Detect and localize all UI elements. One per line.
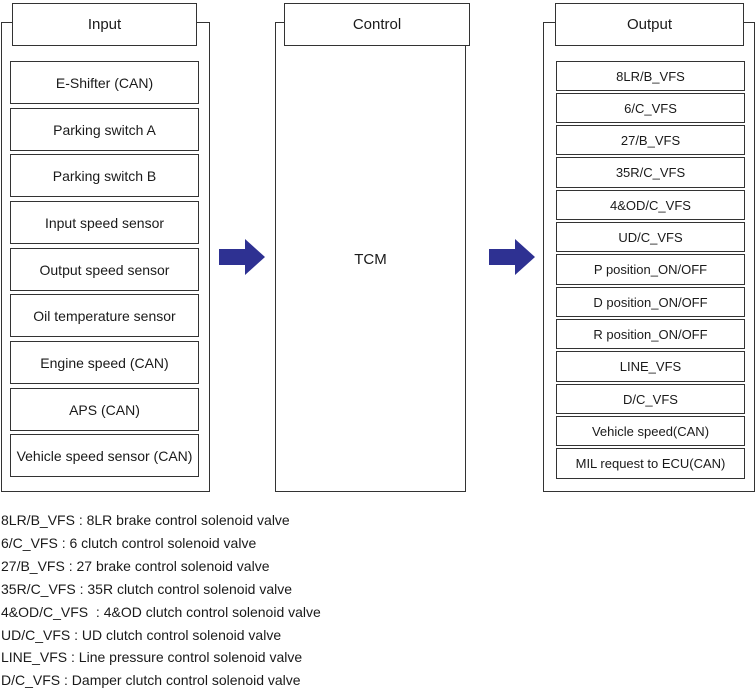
tcm-label: TCM bbox=[354, 251, 387, 268]
control-header: Control bbox=[284, 3, 470, 46]
input-item: Parking switch B bbox=[10, 154, 199, 197]
output-item: 8LR/B_VFS bbox=[556, 61, 745, 91]
output-item: MIL request to ECU(CAN) bbox=[556, 448, 745, 479]
input-item: Vehicle speed sensor (CAN) bbox=[10, 434, 199, 477]
legend-line: 35R/C_VFS : 35R clutch control solenoid … bbox=[1, 580, 293, 597]
control-panel bbox=[275, 22, 466, 492]
legend-line: 6/C_VFS : 6 clutch control solenoid valv… bbox=[1, 534, 257, 551]
output-item: R position_ON/OFF bbox=[556, 319, 745, 349]
input-item: Parking switch A bbox=[10, 108, 199, 151]
output-item: LINE_VFS bbox=[556, 351, 745, 382]
legend: 8LR/B_VFS : 8LR brake control solenoid v… bbox=[1, 509, 321, 692]
output-item: 6/C_VFS bbox=[556, 93, 745, 123]
output-item: D/C_VFS bbox=[556, 384, 745, 414]
input-item: APS (CAN) bbox=[10, 388, 199, 431]
input-item: Oil temperature sensor bbox=[10, 294, 199, 337]
input-item: E-Shifter (CAN) bbox=[10, 61, 199, 104]
arrow-right-icon bbox=[489, 239, 535, 275]
output-item: 27/B_VFS bbox=[556, 125, 745, 155]
output-item: 4&OD/C_VFS bbox=[556, 190, 745, 220]
output-item: Vehicle speed(CAN) bbox=[556, 416, 745, 446]
input-item: Output speed sensor bbox=[10, 248, 199, 291]
legend-line: LINE_VFS : Line pressure control solenoi… bbox=[1, 649, 303, 666]
legend-line: 8LR/B_VFS : 8LR brake control solenoid v… bbox=[1, 512, 290, 528]
input-header: Input bbox=[12, 3, 197, 46]
output-item: 35R/C_VFS bbox=[556, 157, 745, 188]
output-item: UD/C_VFS bbox=[556, 222, 745, 252]
output-item: P position_ON/OFF bbox=[556, 254, 745, 285]
output-header: Output bbox=[555, 3, 744, 46]
input-item: Engine speed (CAN) bbox=[10, 341, 199, 384]
legend-line: UD/C_VFS : UD clutch control solenoid va… bbox=[1, 626, 282, 643]
input-item: Input speed sensor bbox=[10, 201, 199, 244]
legend-line: D/C_VFS : Damper clutch control solenoid… bbox=[1, 672, 301, 689]
output-item: D position_ON/OFF bbox=[556, 287, 745, 317]
arrow-right-icon bbox=[219, 239, 265, 275]
legend-line: 27/B_VFS : 27 brake control solenoid val… bbox=[1, 557, 270, 574]
legend-line: 4&OD/C_VFS : 4&OD clutch control solenoi… bbox=[1, 603, 321, 620]
